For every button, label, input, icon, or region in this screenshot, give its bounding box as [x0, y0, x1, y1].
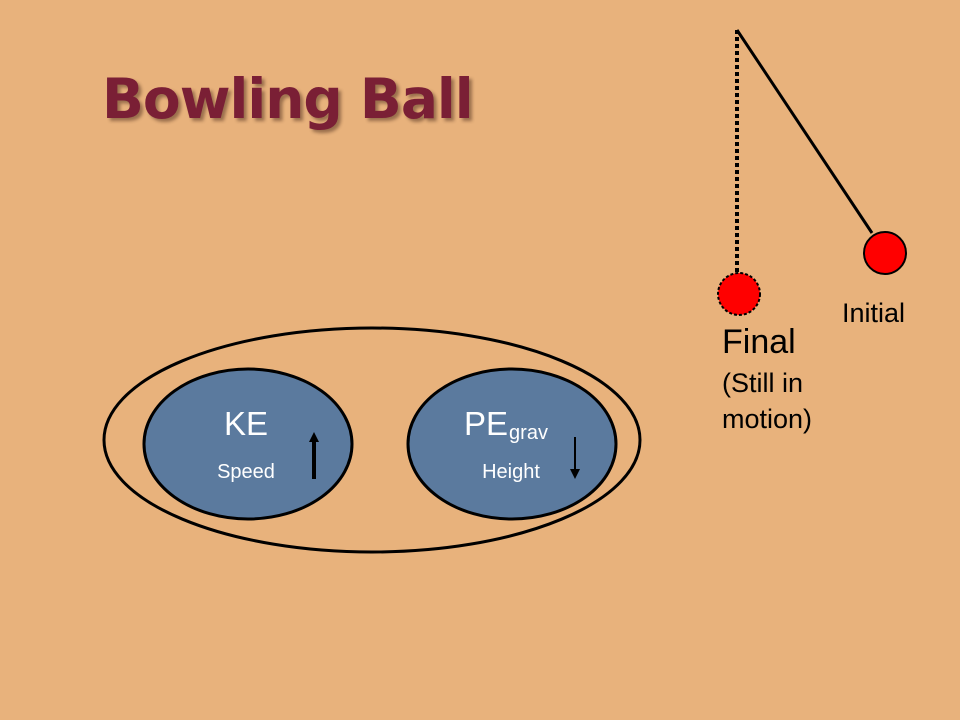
height-label: Height	[482, 461, 540, 483]
pe-ellipse	[406, 367, 618, 521]
initial-ball	[863, 231, 907, 275]
potential-energy-label: PEgrav	[464, 407, 548, 443]
ke-ellipse	[142, 367, 354, 521]
slide-title: Bowling Ball	[102, 67, 474, 131]
kinetic-energy-label: KE	[223, 405, 269, 442]
final-note-line-1: (Still in	[722, 368, 804, 398]
final-note-line-2: motion)	[722, 404, 813, 434]
initial-label: Initial	[842, 298, 906, 328]
pe-subscript: grav	[509, 422, 548, 444]
pe-symbol: PE	[464, 405, 509, 442]
final-ball	[717, 272, 761, 316]
initial-string	[735, 29, 874, 234]
speed-label: Speed	[217, 461, 275, 483]
system-ellipse	[102, 326, 642, 554]
final-label: Final	[722, 323, 796, 361]
